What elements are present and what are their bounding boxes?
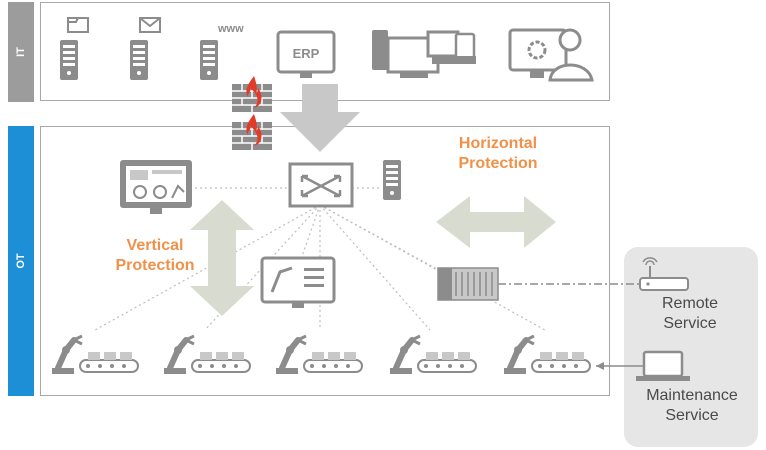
network-switch-icon [288,162,354,208]
ot-layer-tab: OT [8,126,34,396]
erp-label: ERP [293,46,320,61]
maintenance-service-label: Maintenance Service [646,387,738,424]
router-icon [639,257,689,291]
maintenance-link-arrowhead [596,362,604,370]
file-server-icon [60,17,89,80]
mail-server-icon [130,17,161,80]
plc-icon [437,267,499,301]
robot-icon-1 [52,336,138,374]
vertical-protection-label: Vertical Protection [115,237,195,274]
robot-icon-2 [164,336,250,374]
www-label: www [217,23,244,35]
horizontal-protection-label: Horizontal Protection [458,135,538,172]
robot-icon-4 [390,336,476,374]
maintenance-laptop-icon [636,350,690,381]
firewall-icon-top [231,75,273,113]
horizontal-protection-arrow [436,196,556,248]
remote-service-label: Remote Service [661,295,719,332]
it-to-ot-arrow [280,84,360,152]
firewall-icon-bottom [231,113,273,151]
web-server-icon: www [200,23,244,80]
admin-user-icon [508,28,594,82]
hmi-panel-icon [260,256,336,308]
vertical-protection-arrow [190,200,254,316]
it-layer-tab: IT [8,2,34,102]
robot-icon-5 [504,336,590,374]
scada-monitor-icon [120,160,192,214]
ot-server-icon [383,160,401,200]
robot-icon-3 [276,336,362,374]
erp-monitor-icon: ERP [276,30,336,78]
workstation-devices-icon [372,30,476,78]
